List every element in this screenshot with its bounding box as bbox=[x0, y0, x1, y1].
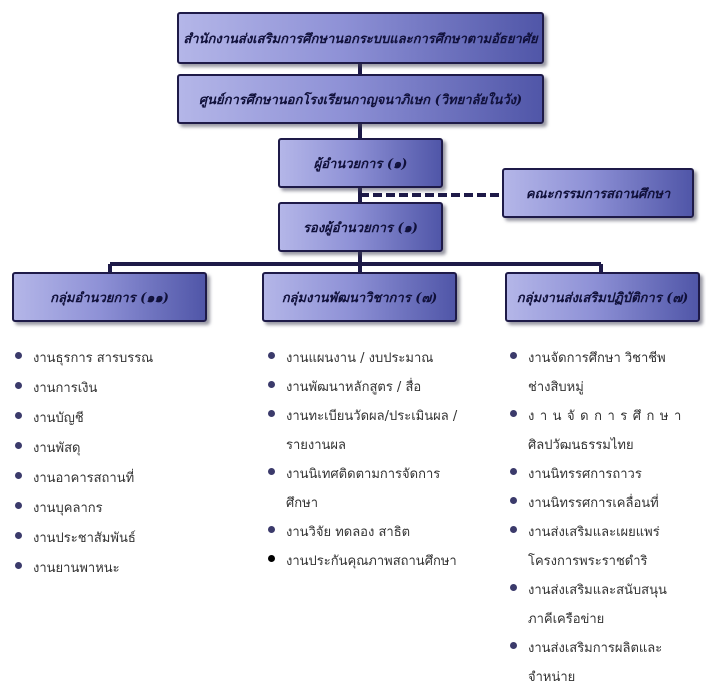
list-item: งานนิทรรศการเคลื่อนที่ bbox=[510, 489, 700, 518]
list-item-text-continued: โครงการพระราชดำริ bbox=[528, 554, 648, 569]
bullet-icon bbox=[15, 412, 22, 419]
list-item-text: งานประชาสัมพันธ์ bbox=[33, 531, 136, 546]
academic-task-list: งานแผนงาน / งบประมาณ งานพัฒนาหลักสูตร / … bbox=[268, 344, 500, 576]
list-item-text: งานนิทรรศการเคลื่อนที่ bbox=[528, 496, 659, 511]
bullet-icon bbox=[510, 584, 517, 591]
list-item-text: งานนิเทศติดตามการจัดการ bbox=[286, 467, 441, 482]
list-item-text: งานแผนงาน / งบประมาณ bbox=[286, 351, 434, 366]
bullet-icon bbox=[15, 382, 22, 389]
committee-box: คณะกรรมการสถานศึกษา bbox=[502, 168, 694, 218]
list-item-text: งานบัญชี bbox=[33, 411, 84, 426]
list-item: งานบัญชี bbox=[15, 404, 245, 434]
list-item: งานส่งเสริมและสนับสนุน ภาคีเครือข่าย bbox=[510, 576, 700, 634]
list-item-text: งานส่งเสริมการผลิตและ bbox=[528, 641, 663, 656]
list-item-text: งานทะเบียนวัดผล/ประเมินผล / bbox=[286, 409, 458, 424]
list-item-text-continued: ศิลปวัฒนธรรมไทย bbox=[528, 438, 634, 453]
office-label: สำนักงานส่งเสริมการศึกษานอกระบบและการศึก… bbox=[183, 31, 538, 47]
center-label: ศูนย์การศึกษานอกโรงเรียนกาญจนาภิเษก (วิท… bbox=[198, 92, 523, 108]
list-item-text-continued: จำหน่าย bbox=[528, 670, 576, 685]
list-item: งานส่งเสริมการผลิตและ จำหน่าย bbox=[510, 634, 700, 692]
bullet-icon bbox=[268, 352, 275, 359]
list-item: งานพัสดุ bbox=[15, 434, 245, 464]
bullet-icon bbox=[268, 526, 275, 533]
director-label: ผู้อำนวยการ (๑) bbox=[313, 156, 408, 172]
list-item: งานการเงิน bbox=[15, 374, 245, 404]
deputy-box: รองผู้อำนวยการ (๑) bbox=[278, 202, 443, 252]
bullet-icon bbox=[15, 502, 22, 509]
list-item: งานแผนงาน / งบประมาณ bbox=[268, 344, 500, 373]
list-item-text: งานวิจัย ทดลอง สาธิต bbox=[286, 525, 411, 540]
bullet-icon bbox=[268, 381, 275, 388]
bullet-icon bbox=[268, 555, 275, 562]
office-box: สำนักงานส่งเสริมการศึกษานอกระบบและการศึก… bbox=[177, 12, 544, 64]
list-item: งานบุคลากร bbox=[15, 494, 245, 524]
deputy-label: รองผู้อำนวยการ (๑) bbox=[303, 220, 418, 236]
group-box-academic: กลุ่มงานพัฒนาวิชาการ (๗) bbox=[262, 272, 457, 322]
director-box: ผู้อำนวยการ (๑) bbox=[278, 138, 443, 188]
group-box-operations: กลุ่มงานส่งเสริมปฏิบัติการ (๗) bbox=[505, 272, 700, 322]
list-item: งานพัฒนาหลักสูตร / สื่อ bbox=[268, 373, 500, 402]
list-item-text-continued: ช่างสิบหมู่ bbox=[528, 380, 584, 395]
list-item-text: งานพัฒนาหลักสูตร / สื่อ bbox=[286, 380, 422, 395]
bullet-icon bbox=[510, 410, 517, 417]
bullet-icon bbox=[510, 642, 517, 649]
bullet-icon bbox=[268, 468, 275, 475]
bullet-icon bbox=[15, 472, 22, 479]
list-item-text: งานธุรการ สารบรรณ bbox=[33, 351, 154, 366]
bullet-icon bbox=[510, 352, 517, 359]
group-title: กลุ่มอำนวยการ (๑๑) bbox=[50, 290, 169, 306]
group-title: กลุ่มงานพัฒนาวิชาการ (๗) bbox=[281, 290, 438, 306]
list-item: งานนิทรรศการถาวร bbox=[510, 460, 700, 489]
bullet-icon bbox=[15, 532, 22, 539]
list-item: งานประกันคุณภาพสถานศึกษา bbox=[268, 547, 500, 576]
list-item-text: งานการเงิน bbox=[33, 381, 98, 396]
list-item-text: งานส่งเสริมและเผยแพร่ bbox=[528, 525, 660, 540]
list-item: งานส่งเสริมและเผยแพร่ โครงการพระราชดำริ bbox=[510, 518, 700, 576]
bullet-icon bbox=[15, 442, 22, 449]
bullet-icon bbox=[15, 352, 22, 359]
bullet-icon bbox=[510, 468, 517, 475]
group-title: กลุ่มงานส่งเสริมปฏิบัติการ (๗) bbox=[516, 290, 689, 306]
list-item: งานธุรการ สารบรรณ bbox=[15, 344, 245, 374]
administration-task-list: งานธุรการ สารบรรณ งานการเงิน งานบัญชี งา… bbox=[15, 344, 245, 584]
list-item: งานอาคารสถานที่ bbox=[15, 464, 245, 494]
bullet-icon bbox=[268, 410, 275, 417]
list-item-text: งานยานพาหนะ bbox=[33, 561, 120, 576]
list-item: งานยานพาหนะ bbox=[15, 554, 245, 584]
committee-label: คณะกรรมการสถานศึกษา bbox=[525, 186, 671, 202]
list-item: งานทะเบียนวัดผล/ประเมินผล / รายงานผล bbox=[268, 402, 500, 460]
list-item-text: งานจัดการศึกษา bbox=[528, 409, 687, 424]
list-item: งานประชาสัมพันธ์ bbox=[15, 524, 245, 554]
list-item: งานจัดการศึกษา วิชาชีพ ช่างสิบหมู่ bbox=[510, 344, 700, 402]
bullet-icon bbox=[510, 497, 517, 504]
list-item-text: งานจัดการศึกษา วิชาชีพ bbox=[528, 351, 666, 366]
list-item-text: งานพัสดุ bbox=[33, 441, 81, 456]
list-item: งานจัดการศึกษา ศิลปวัฒนธรรมไทย bbox=[510, 402, 700, 460]
list-item-text-continued: ศึกษา bbox=[286, 496, 318, 511]
list-item-text: งานอาคารสถานที่ bbox=[33, 471, 135, 486]
list-item-text: งานประกันคุณภาพสถานศึกษา bbox=[286, 554, 457, 569]
bullet-icon bbox=[15, 562, 22, 569]
list-item-text: งานส่งเสริมและสนับสนุน bbox=[528, 583, 667, 598]
group-box-administration: กลุ่มอำนวยการ (๑๑) bbox=[12, 272, 207, 322]
list-item-text-continued: รายงานผล bbox=[286, 438, 347, 453]
bullet-icon bbox=[510, 526, 517, 533]
list-item: งานนิเทศติดตามการจัดการ ศึกษา bbox=[268, 460, 500, 518]
list-item-text: งานนิทรรศการถาวร bbox=[528, 467, 642, 482]
operations-task-list: งานจัดการศึกษา วิชาชีพ ช่างสิบหมู่ งานจั… bbox=[510, 344, 700, 692]
list-item: งานวิจัย ทดลอง สาธิต bbox=[268, 518, 500, 547]
center-box: ศูนย์การศึกษานอกโรงเรียนกาญจนาภิเษก (วิท… bbox=[177, 74, 544, 124]
list-item-text: งานบุคลากร bbox=[33, 501, 103, 516]
list-item-text-continued: ภาคีเครือข่าย bbox=[528, 612, 605, 627]
